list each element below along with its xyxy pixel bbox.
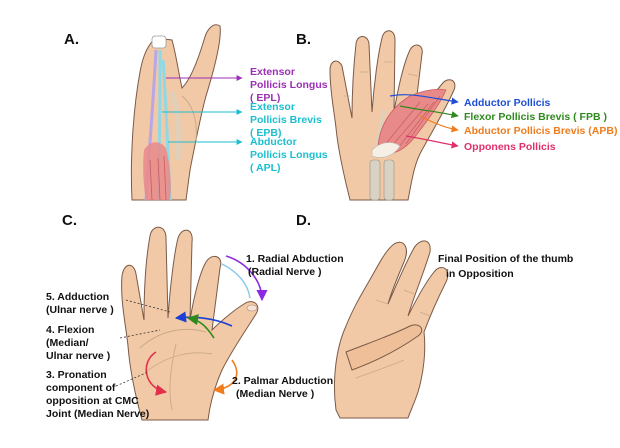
adductor-pollicis-label: Adductor Pollicis bbox=[464, 97, 551, 109]
radial-abduction-label: 1. Radial Abduction (Radial Nerve ) bbox=[246, 253, 347, 278]
radial-abduction-arc-light bbox=[221, 263, 251, 299]
opponens-label: Opponens Pollicis bbox=[464, 141, 556, 153]
flexion-leader bbox=[119, 329, 161, 339]
panel-a-letter: A. bbox=[64, 31, 79, 48]
apl-label: Abductor Pollicis Longus ( APL) bbox=[250, 136, 331, 174]
fpb-leader bbox=[399, 105, 459, 119]
epb-label: Extensor Pollicis Brevis ( EPB) bbox=[250, 101, 325, 139]
panel-c-letter: C. bbox=[62, 212, 77, 229]
radial-abduction-arrow bbox=[225, 255, 268, 302]
palmar-abduction-label: 2. Palmar Abduction (Median Nerve ) bbox=[232, 375, 336, 400]
apb-label: Abductor Pollicis Brevis (APB) bbox=[464, 125, 617, 137]
panel-d-hand-illustration bbox=[334, 240, 449, 419]
pronation-label: 3. Pronation component of opposition at … bbox=[46, 369, 149, 420]
epl-label: Extensor Pollicis Longus ( EPL) bbox=[250, 66, 331, 104]
adductor-pollicis-leader bbox=[389, 94, 459, 105]
fpb-label: Flexor Pollicis Brevis ( FPB ) bbox=[464, 111, 607, 123]
pronation-leader bbox=[115, 371, 149, 387]
adduction-arrow bbox=[174, 311, 233, 327]
apb-leader bbox=[419, 115, 459, 133]
flexion-label: 4. Flexion (Median/ Ulnar nerve ) bbox=[46, 324, 110, 362]
opposition-caption: Final Position of the thumb in Oppositio… bbox=[438, 253, 576, 280]
panel-b-hand-illustration bbox=[329, 30, 456, 201]
panel-d-letter: D. bbox=[296, 212, 311, 229]
palmar-abduction-arrow bbox=[212, 359, 238, 395]
pronation-arrow bbox=[145, 351, 168, 396]
panel-b-letter: B. bbox=[296, 31, 311, 48]
opponens-leader bbox=[405, 135, 459, 149]
adduction-label: 5. Adduction (Ulnar nerve ) bbox=[46, 291, 114, 316]
flexion-arrow bbox=[186, 314, 215, 339]
